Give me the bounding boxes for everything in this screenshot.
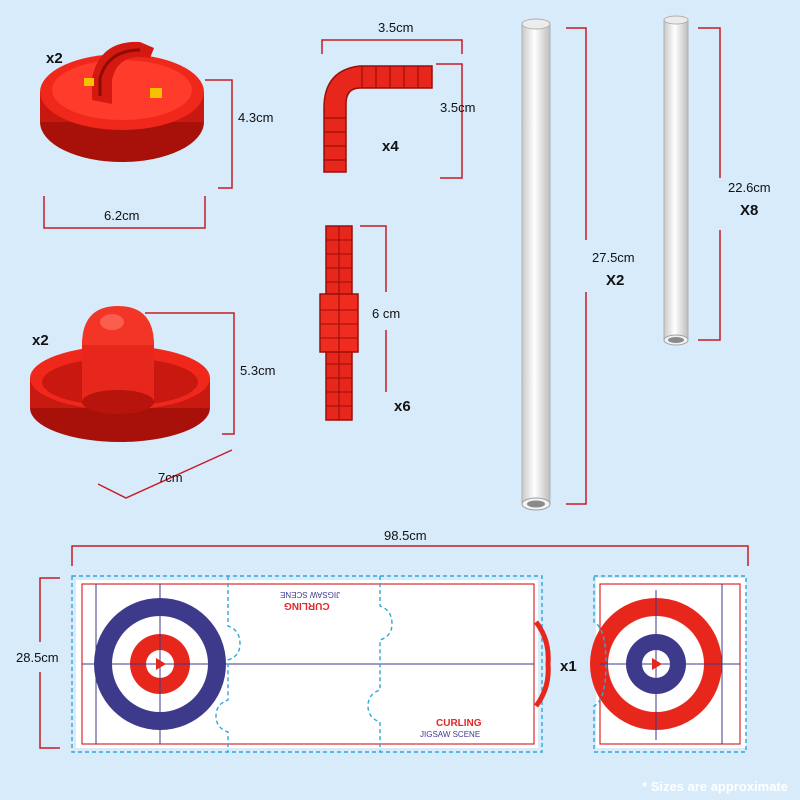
curling-stone-dimension-lines	[43, 79, 233, 229]
corner-connector-side-label: 3.5cm	[440, 100, 476, 115]
pusher-height-label: 5.3cm	[240, 363, 276, 378]
corner-connector-image	[323, 65, 433, 173]
mat-length-label: 98.5cm	[384, 528, 427, 543]
mat-logo-title: CURLING	[436, 718, 482, 729]
curling-stone-width-label: 6.2cm	[104, 208, 140, 223]
pusher-width-label: 7cm	[158, 470, 183, 485]
sizes-footnote: * Sizes are approximate	[642, 779, 788, 794]
curling-stone-quantity: x2	[46, 50, 63, 67]
mat-width-label: 28.5cm	[16, 650, 59, 665]
long-tube-dimension-lines	[566, 27, 587, 505]
short-tube-size-label: 22.6cm	[728, 180, 771, 195]
short-tube-image	[663, 15, 689, 346]
mat-logo-subtitle: JIGSAW SCENE	[420, 730, 481, 739]
straight-connector-image	[319, 225, 359, 421]
pusher-dimension-lines	[97, 312, 235, 499]
mat-side-panel	[590, 575, 747, 753]
straight-connector-quantity: x6	[394, 398, 411, 415]
long-tube-quantity: X2	[606, 272, 625, 289]
straight-connector-dimension-lines	[360, 225, 387, 392]
short-tube-quantity: X8	[740, 202, 759, 219]
pusher-quantity: x2	[32, 332, 49, 349]
curling-stone-height-label: 4.3cm	[238, 110, 274, 125]
corner-connector-top-label: 3.5cm	[378, 20, 414, 35]
mat-quantity: x1	[560, 658, 577, 675]
mat-main-panel	[71, 575, 551, 753]
long-tube-size-label: 27.5cm	[592, 250, 635, 265]
short-tube-dimension-lines	[698, 27, 721, 341]
mat-logo-subtitle-rotated: JIGSAW SCENE	[280, 590, 341, 599]
mat-logo-title-rotated: CURLING	[284, 600, 330, 611]
straight-connector-size-label: 6 cm	[372, 306, 401, 321]
long-tube-image	[521, 18, 551, 511]
corner-connector-quantity: x4	[382, 138, 399, 155]
mat-dimension-lines	[39, 545, 749, 749]
curling-stone-image	[40, 41, 204, 162]
corner-connector-dimension-lines	[321, 39, 463, 179]
pusher-image	[30, 306, 210, 442]
